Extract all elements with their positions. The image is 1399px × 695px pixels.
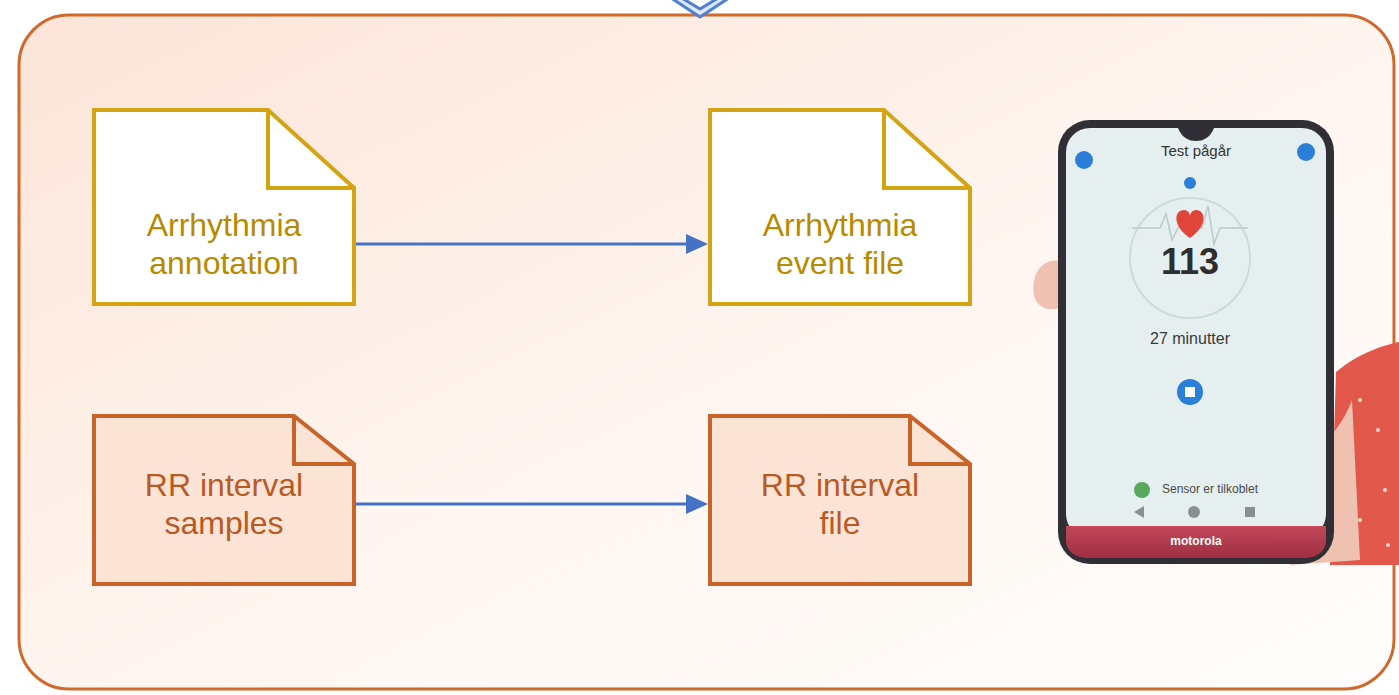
text-area: RR interval samples: [92, 422, 356, 586]
screen-text: motorola: [1170, 535, 1221, 548]
node-label: RR interval file: [750, 466, 930, 543]
stop-square: [1185, 387, 1195, 397]
document-outline: [710, 110, 970, 304]
arrow-head: [686, 234, 708, 254]
phone-notch: [1178, 128, 1214, 141]
node-label: Arrhythmia annotation: [134, 206, 314, 283]
flow-arrow: [356, 503, 688, 506]
phone-chin: [1066, 526, 1326, 558]
menu-icon: [1075, 151, 1093, 169]
heart-icon: [1176, 210, 1203, 238]
folded-corner: [268, 110, 354, 188]
node-label: RR interval samples: [134, 466, 314, 543]
document-outline: [94, 416, 354, 584]
flow-chevron: [662, 0, 738, 17]
document-outline: [94, 110, 354, 304]
arrow-head: [686, 494, 708, 514]
node-label: Arrhythmia event file: [750, 206, 930, 283]
text-area: Arrhythmia annotation: [92, 182, 356, 306]
document-box: RR interval samples: [92, 414, 356, 586]
screen-text: Test pågår: [1161, 143, 1231, 160]
outer-panel: [19, 15, 1394, 689]
document-box: Arrhythmia event file: [708, 108, 972, 306]
screen-text: Sensor er tilkoblet: [1162, 483, 1258, 496]
profile-icon: [1297, 143, 1315, 161]
ecg-trace: [1132, 206, 1248, 244]
stop-button: [1177, 379, 1203, 405]
folded-corner: [294, 416, 354, 464]
document-box: Arrhythmia annotation: [92, 108, 356, 306]
phone-screen: [1066, 128, 1326, 538]
text-area: RR interval file: [708, 422, 972, 586]
screen-text: 27 minutter: [1150, 330, 1230, 348]
text-area: Arrhythmia event file: [708, 182, 972, 306]
pulse-ring: [1130, 198, 1250, 318]
nav-buttons: [1134, 506, 1255, 518]
status-dot: [1184, 177, 1196, 189]
document-outline: [710, 416, 970, 584]
screen-text: 113: [1161, 242, 1219, 282]
folded-corner: [910, 416, 970, 464]
folded-corner: [884, 110, 970, 188]
document-box: RR interval file: [708, 414, 972, 586]
flow-arrow: [356, 243, 688, 246]
phone-body: [1058, 120, 1334, 564]
sensor-icon: [1134, 482, 1150, 498]
